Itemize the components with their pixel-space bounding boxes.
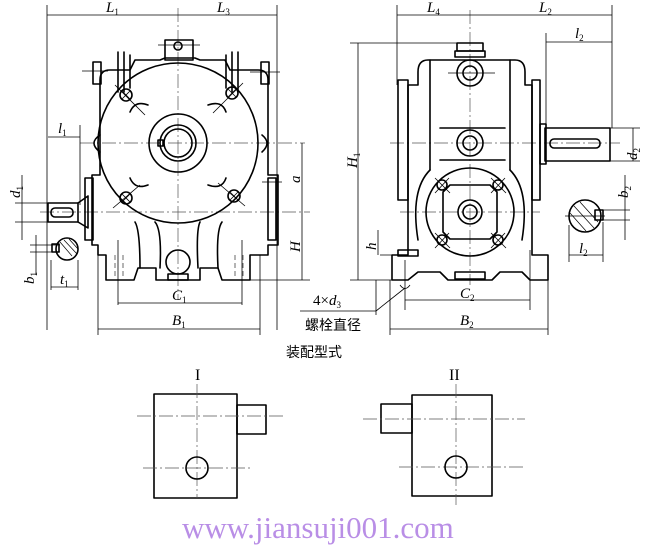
dim-L2: L2 <box>538 0 552 17</box>
assembly-type-I: I <box>137 367 284 499</box>
dim-L3: L3 <box>216 0 230 17</box>
front-view <box>40 8 310 300</box>
assembly-type-title: 装配型式 <box>286 345 342 361</box>
dim-L4: L4 <box>426 0 440 17</box>
bolt-diameter-label: 螺栓直径 <box>305 317 361 334</box>
dim-B1: B1 <box>172 313 186 330</box>
bolt-hole <box>434 177 507 249</box>
dim-L1: L1 <box>105 0 119 17</box>
dim-b2: b2 <box>616 186 633 198</box>
dim-l2-section: l2 <box>579 241 588 258</box>
front-dimensions <box>15 5 310 335</box>
bolt-hole <box>119 86 241 205</box>
dim-b1: b1 <box>22 272 39 284</box>
dim-l1: l1 <box>58 121 67 138</box>
dim-t1: t1 <box>60 272 69 289</box>
dim-H: H <box>288 240 304 253</box>
watermark: www.jiansuji001.com <box>182 510 454 545</box>
assembly-type-I-label: I <box>195 367 200 384</box>
bolt-count-label: 4×d3 <box>313 293 341 310</box>
dim-d1: d1 <box>8 186 25 198</box>
dim-C2: C2 <box>460 286 475 303</box>
dim-a: a <box>288 176 304 184</box>
assembly-type-II: II <box>363 367 525 505</box>
assembly-type-II-label: II <box>449 367 460 384</box>
dim-l2: l2 <box>575 26 584 43</box>
side-view <box>390 10 620 285</box>
dim-H1: H1 <box>345 153 362 169</box>
side-dimensions <box>300 5 640 335</box>
dim-d2: d2 <box>625 148 642 160</box>
dim-h: h <box>364 243 380 251</box>
dim-C1: C1 <box>172 288 187 305</box>
dim-B2: B2 <box>460 313 474 330</box>
